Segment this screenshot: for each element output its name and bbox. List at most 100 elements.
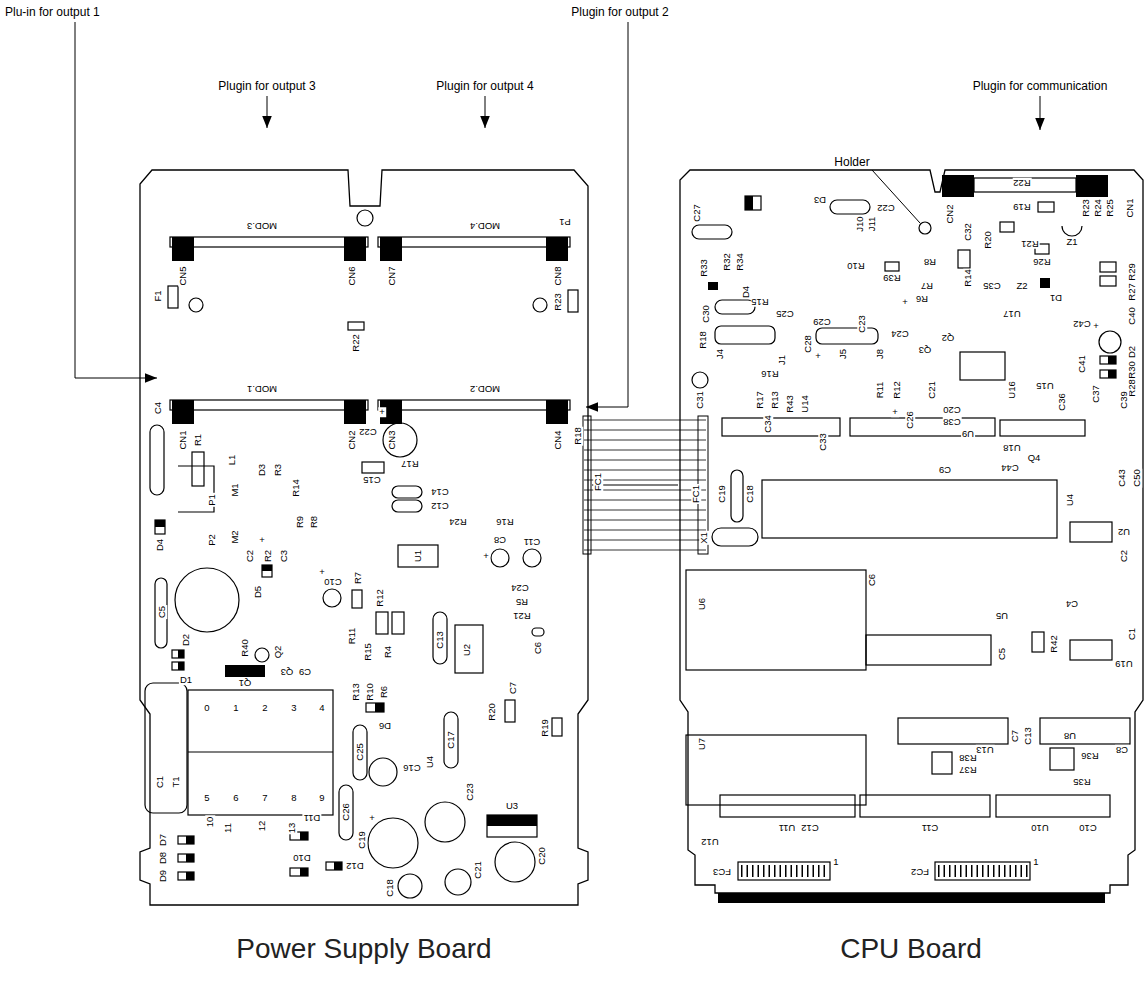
part-label: C13 — [435, 630, 445, 649]
board-edge — [140, 170, 588, 905]
part-label: C31 — [695, 390, 705, 409]
board-part — [369, 758, 397, 786]
black-pad — [1108, 370, 1116, 378]
leader-line — [1040, 96, 1041, 130]
black-pad — [186, 872, 194, 880]
part-label: + — [258, 535, 266, 545]
part-label: U11 — [778, 823, 797, 833]
part-label: M1 — [230, 482, 240, 497]
ribbon-wire — [584, 470, 706, 471]
part-label: C29 — [812, 317, 831, 327]
board-part — [175, 568, 239, 632]
callout-text: Holder — [833, 156, 870, 168]
part-label: J4 — [715, 348, 725, 360]
part-label: + — [891, 407, 899, 417]
black-pad — [155, 520, 165, 527]
ribbon-connector — [592, 484, 678, 485]
part-label: C6 — [533, 641, 543, 655]
part-label: R1 — [193, 433, 203, 447]
part-label: J5 — [838, 348, 848, 360]
part-label: R13 — [351, 682, 361, 701]
black-pad — [1108, 356, 1116, 364]
part-label: R38 — [958, 753, 977, 763]
part-label: C13 — [1023, 726, 1033, 745]
part-label: 2 — [261, 703, 268, 713]
part-label: C6 — [867, 573, 877, 587]
part-label: P1 — [207, 493, 217, 507]
part-label: D7 — [158, 833, 168, 847]
part-label: R17 — [400, 459, 419, 469]
callout-text: Plugin for communication — [972, 80, 1109, 92]
board-part — [290, 868, 308, 876]
board-part — [1040, 718, 1130, 744]
board-part — [938, 865, 1028, 877]
board-part — [1070, 522, 1112, 542]
part-label: FC1 — [593, 472, 603, 492]
part-label: U16 — [1007, 380, 1017, 399]
part-label: CN7 — [387, 265, 397, 286]
board-part — [168, 286, 178, 308]
part-label: D8 — [158, 851, 168, 865]
part-label: + — [1092, 321, 1100, 331]
board-part — [323, 589, 341, 607]
part-label: U13 — [975, 745, 994, 755]
part-label: C9 — [938, 465, 952, 475]
board-part — [495, 842, 535, 882]
part-label: D1 — [179, 675, 193, 685]
board-part — [145, 178, 1130, 898]
board-part — [376, 612, 388, 634]
part-label: R39 — [882, 273, 901, 283]
board-part — [935, 862, 1030, 880]
part-label: R8 — [309, 515, 319, 529]
part-label: D9 — [158, 869, 168, 883]
part-label: U9 — [961, 429, 975, 439]
board-part — [1100, 356, 1116, 364]
board-part — [745, 196, 761, 210]
part-label: CN1 — [178, 429, 188, 450]
part-label: R12 — [375, 588, 385, 607]
board-caption: CPU Board — [840, 932, 982, 966]
board-part — [433, 612, 447, 664]
part-label: 9 — [318, 793, 325, 803]
black-pad — [942, 175, 974, 197]
part-label: R15 — [363, 642, 373, 661]
board-part — [455, 625, 483, 673]
part-label: C37 — [1091, 384, 1101, 403]
ribbon-wire — [584, 530, 706, 531]
board-part — [741, 865, 828, 877]
part-label: D11 — [303, 813, 322, 823]
part-label: CN4 — [553, 429, 563, 450]
board-part — [178, 836, 194, 844]
part-label: R22 — [1012, 178, 1031, 188]
part-label: Q2 — [941, 333, 956, 343]
black-pad — [178, 662, 184, 670]
black-pad — [300, 832, 308, 840]
board-part — [188, 751, 333, 752]
part-label: MOD.2 — [469, 384, 501, 394]
black-pad — [178, 650, 184, 658]
board-part — [362, 462, 384, 473]
part-label: R7 — [920, 281, 934, 291]
part-label: U18 — [1002, 443, 1021, 453]
part-label: J1 — [777, 354, 787, 366]
part-label: R42 — [1049, 634, 1059, 653]
part-label: U4 — [1065, 493, 1075, 507]
black-pad — [225, 665, 265, 677]
part-label: MOD.4 — [469, 221, 501, 231]
black-pad — [708, 282, 718, 290]
part-label: R4 — [383, 645, 393, 659]
part-label: R11 — [347, 627, 357, 646]
part-label: C9 — [298, 667, 312, 677]
callout-text: Plugin for output 4 — [435, 80, 534, 92]
board-part — [712, 528, 758, 546]
board-part — [150, 425, 164, 495]
part-label: D2 — [1127, 345, 1137, 359]
part-label: C40 — [1127, 306, 1137, 325]
part-label: U19 — [1114, 659, 1133, 669]
black-pad — [380, 237, 402, 261]
board-part — [378, 400, 570, 410]
part-label: R10 — [365, 682, 375, 701]
board-part — [1099, 331, 1121, 353]
board-part — [932, 752, 952, 774]
